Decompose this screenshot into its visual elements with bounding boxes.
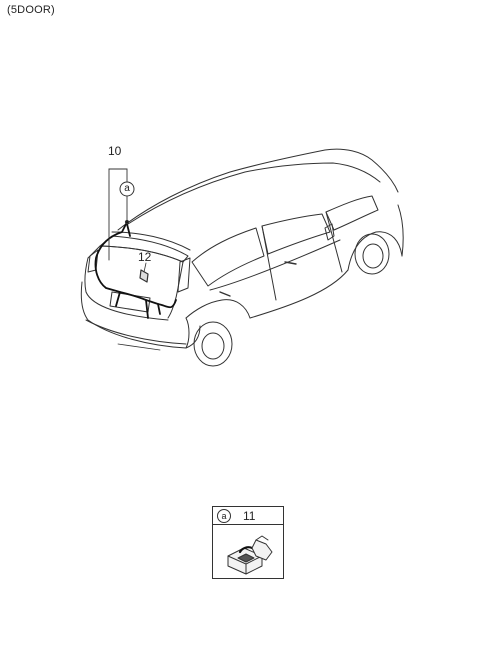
harness-callout-label: 10	[108, 144, 122, 158]
detail-a-marker-circle	[119, 181, 135, 197]
harness-callout-bracket	[108, 168, 128, 261]
clip-part	[139, 269, 149, 283]
detail-a-marker: a	[124, 183, 130, 194]
clip-leader-line	[143, 262, 147, 273]
connector-detail-drawing	[227, 535, 273, 575]
clip-callout-label: 12	[138, 250, 152, 264]
car-body	[80, 148, 404, 367]
variant-label: (5DOOR)	[7, 4, 55, 16]
connector-detail-box: a 11	[212, 506, 284, 579]
wiring-harness	[94, 221, 177, 319]
detail-box-header: a 11	[213, 507, 283, 525]
detail-ref-circle: a	[217, 509, 231, 523]
connector-callout-label: 11	[243, 509, 256, 523]
